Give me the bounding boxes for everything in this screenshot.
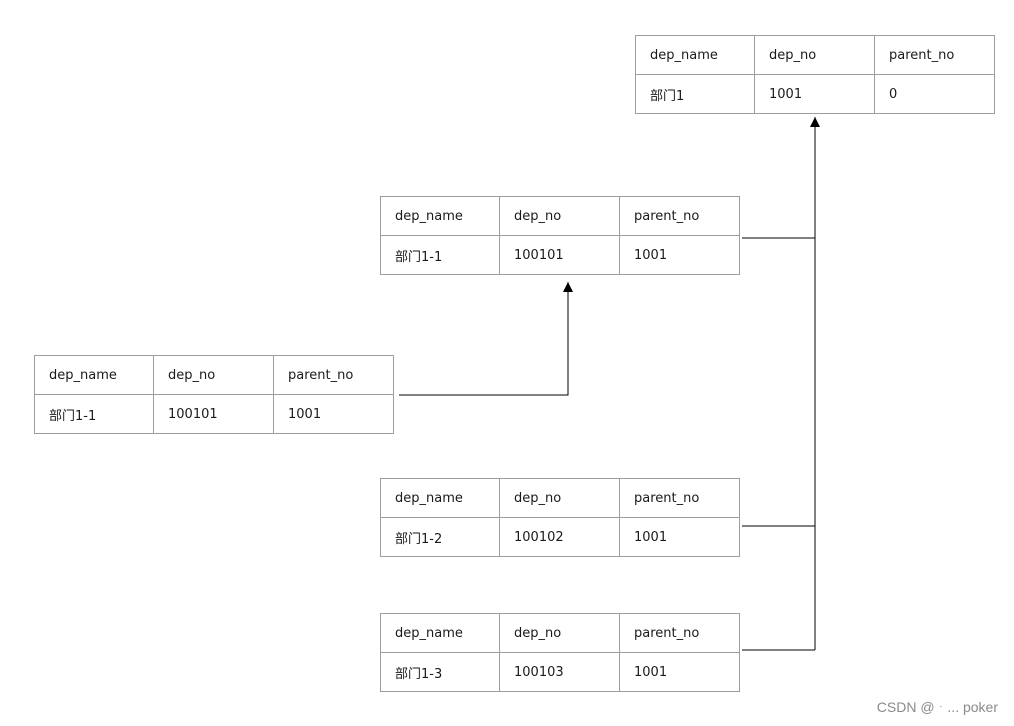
cell-dep-name: 部门1-1 <box>380 235 500 275</box>
cell-dep-no: 100101 <box>499 235 620 275</box>
table-dept-1-3: dep_name dep_no parent_no 部门1-3 100103 1… <box>380 613 740 692</box>
header-dep-name: dep_name <box>34 355 154 395</box>
cell-parent-no: 1001 <box>619 652 740 692</box>
header-dep-name: dep_name <box>635 35 755 75</box>
cell-dep-name: 部门1-3 <box>380 652 500 692</box>
table-dept-left: dep_name dep_no parent_no 部门1-1 100101 1… <box>34 355 394 434</box>
data-row: 部门1-3 100103 1001 <box>380 652 740 692</box>
header-parent-no: parent_no <box>874 35 995 75</box>
table-dept-1-1: dep_name dep_no parent_no 部门1-1 100101 1… <box>380 196 740 275</box>
data-row: 部门1-1 100101 1001 <box>380 235 740 275</box>
header-dep-name: dep_name <box>380 613 500 653</box>
cell-parent-no: 0 <box>874 74 995 114</box>
table-dept-1-2: dep_name dep_no parent_no 部门1-2 100102 1… <box>380 478 740 557</box>
header-row: dep_name dep_no parent_no <box>380 613 740 653</box>
header-parent-no: parent_no <box>273 355 394 395</box>
data-row: 部门1-2 100102 1001 <box>380 517 740 557</box>
header-dep-no: dep_no <box>499 613 620 653</box>
header-parent-no: parent_no <box>619 478 740 518</box>
header-dep-no: dep_no <box>499 478 620 518</box>
header-dep-name: dep_name <box>380 196 500 236</box>
cell-dep-name: 部门1-1 <box>34 394 154 434</box>
header-parent-no: parent_no <box>619 196 740 236</box>
header-dep-no: dep_no <box>499 196 620 236</box>
data-row: 部门1 1001 0 <box>635 74 995 114</box>
header-row: dep_name dep_no parent_no <box>635 35 995 75</box>
header-row: dep_name dep_no parent_no <box>34 355 394 395</box>
header-row: dep_name dep_no parent_no <box>380 196 740 236</box>
cell-dep-no: 100102 <box>499 517 620 557</box>
cell-dep-name: 部门1-2 <box>380 517 500 557</box>
connector-left-to-d1-1 <box>399 282 573 396</box>
cell-dep-name: 部门1 <box>635 74 755 114</box>
header-dep-no: dep_no <box>754 35 875 75</box>
header-dep-name: dep_name <box>380 478 500 518</box>
cell-parent-no: 1001 <box>619 235 740 275</box>
cell-parent-no: 1001 <box>619 517 740 557</box>
header-dep-no: dep_no <box>153 355 274 395</box>
table-dept-1: dep_name dep_no parent_no 部门1 1001 0 <box>635 35 995 114</box>
cell-dep-no: 100101 <box>153 394 274 434</box>
cell-dep-no: 1001 <box>754 74 875 114</box>
watermark: CSDN @ᆞ... poker <box>876 699 998 715</box>
header-row: dep_name dep_no parent_no <box>380 478 740 518</box>
data-row: 部门1-1 100101 1001 <box>34 394 394 434</box>
header-parent-no: parent_no <box>619 613 740 653</box>
cell-dep-no: 100103 <box>499 652 620 692</box>
cell-parent-no: 1001 <box>273 394 394 434</box>
